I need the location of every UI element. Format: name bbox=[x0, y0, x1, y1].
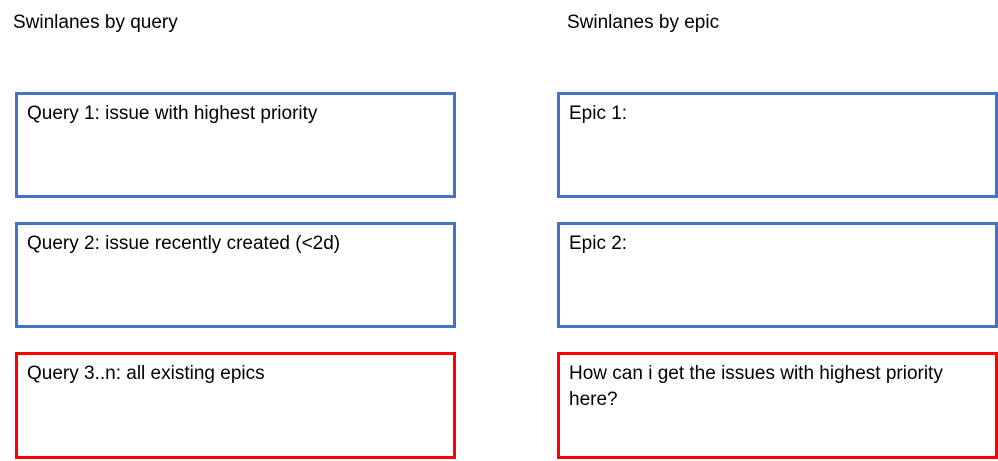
epic-2-lane: Epic 2: bbox=[557, 222, 998, 328]
query-3-lane-label: Query 3..n: all existing epics bbox=[27, 363, 265, 384]
swimlanes-by-query-heading: Swinlanes by query bbox=[13, 12, 178, 33]
swimlanes-by-epic-heading: Swinlanes by epic bbox=[567, 12, 720, 33]
epic-2-lane-label: Epic 2: bbox=[569, 233, 628, 254]
highest-priority-question-lane: How can i get the issues with highest pr… bbox=[557, 352, 998, 459]
query-3-lane: Query 3..n: all existing epics bbox=[15, 352, 456, 459]
epic-1-lane-label: Epic 1: bbox=[569, 103, 628, 124]
query-1-lane-label: Query 1: issue with highest priority bbox=[27, 103, 318, 124]
query-2-lane: Query 2: issue recently created (<2d) bbox=[15, 222, 456, 328]
query-1-lane: Query 1: issue with highest priority bbox=[15, 92, 456, 198]
query-2-lane-label: Query 2: issue recently created (<2d) bbox=[27, 233, 341, 254]
epic-1-lane: Epic 1: bbox=[557, 92, 998, 198]
highest-priority-question-label: How can i get the issues with highest pr… bbox=[569, 363, 943, 410]
